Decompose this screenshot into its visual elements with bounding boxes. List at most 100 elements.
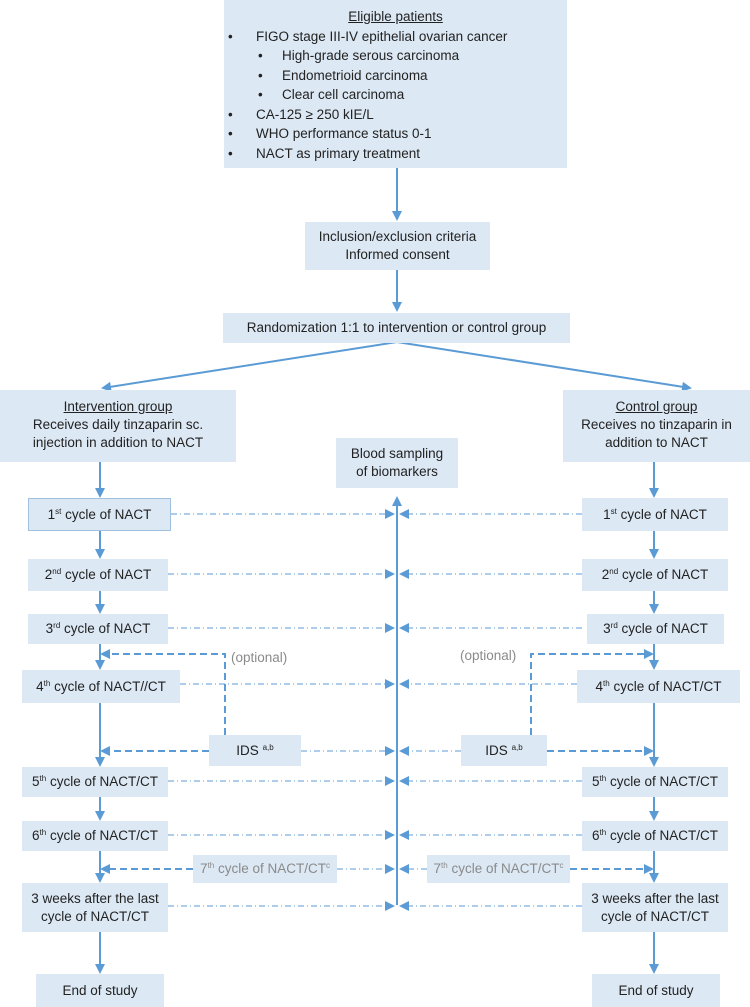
criterion-subitem: High-grade serous carcinoma bbox=[224, 47, 567, 67]
criterion-subitem: Clear cell carcinoma bbox=[224, 86, 567, 106]
cycle-label: cycle of NACT/CT bbox=[46, 828, 158, 843]
inclusion-criteria-box: Inclusion/exclusion criteria Informed co… bbox=[305, 222, 490, 270]
arrow-randomization-to-intervention bbox=[101, 341, 398, 392]
ordinal-suffix: th bbox=[599, 774, 607, 783]
ordinal: 7 bbox=[200, 861, 208, 876]
right-optional-label: (optional) bbox=[460, 648, 517, 663]
criterion-item: CA-125 ≥ 250 kIE/L bbox=[224, 106, 567, 126]
left-optional-branch bbox=[100, 649, 226, 735]
left-end-of-study-box: End of study bbox=[36, 974, 164, 1007]
after-line: 3 weeks after the last bbox=[591, 890, 719, 906]
left-cycle-7-box: 7th cycle of NACT/CTc bbox=[193, 855, 337, 883]
right-cycle-2-box: 2nd cycle of NACT bbox=[582, 559, 728, 591]
cycle-label: cycle of NACT/CT bbox=[609, 678, 722, 694]
eligibility-criteria-list: FIGO stage III-IV epithelial ovarian can… bbox=[224, 28, 567, 165]
ordinal-suffix: th bbox=[441, 861, 448, 870]
ordinal-suffix: st bbox=[610, 506, 617, 516]
right-end-of-study-box: End of study bbox=[592, 974, 720, 1007]
cycle-footnote: c bbox=[559, 861, 564, 870]
ordinal: 6 bbox=[592, 828, 600, 843]
cycle-label: cycle of NACT//CT bbox=[50, 678, 166, 694]
cycle-label: cycle of NACT bbox=[616, 506, 707, 522]
intervention-group-title: Intervention group bbox=[63, 399, 173, 414]
ordinal: 2 bbox=[44, 567, 53, 582]
right-cycle-5-box: 5th cycle of NACT/CT bbox=[582, 767, 728, 797]
left-ids-box: IDS a,b bbox=[209, 735, 301, 766]
ordinal: 1 bbox=[603, 506, 611, 522]
arrow-randomization-to-control bbox=[396, 341, 692, 392]
blood-sampling-line: Blood sampling bbox=[350, 446, 444, 461]
ordinal-suffix: rd bbox=[610, 621, 618, 630]
ordinal: 7 bbox=[433, 861, 442, 876]
left-after-box: 3 weeks after the last cycle of NACT/CT bbox=[22, 883, 168, 932]
ids-label: IDS bbox=[236, 742, 263, 758]
ordinal-suffix: th bbox=[603, 678, 610, 688]
right-cycle-1-box: 1st cycle of NACT bbox=[582, 498, 728, 531]
ordinal: 3 bbox=[45, 621, 54, 636]
eligible-patients-box: Eligible patients FIGO stage III-IV epit… bbox=[224, 0, 567, 168]
left-cycle-5-box: 5th cycle of NACT/CT bbox=[22, 767, 168, 797]
control-desc-line: addition to NACT bbox=[605, 435, 708, 450]
ordinal-suffix: th bbox=[207, 861, 215, 870]
ordinal-suffix: th bbox=[39, 828, 47, 837]
criterion-subitem: Endometrioid carcinoma bbox=[224, 67, 567, 87]
ordinal: 2 bbox=[601, 567, 610, 582]
left-cycle-3-box: 3rd cycle of NACT bbox=[28, 614, 168, 644]
cycle-label: cycle of NACT/CT bbox=[606, 828, 718, 843]
consent-line: Informed consent bbox=[345, 247, 450, 262]
intervention-group-box: Intervention group Receives daily tinzap… bbox=[0, 390, 236, 462]
criterion-item: NACT as primary treatment bbox=[224, 145, 567, 165]
ordinal: 3 bbox=[603, 621, 611, 636]
after-line: 3 weeks after the last bbox=[31, 890, 159, 906]
ordinal-suffix: th bbox=[43, 678, 51, 688]
right-ids-box: IDS a,b bbox=[461, 735, 547, 766]
end-of-study-label: End of study bbox=[62, 982, 138, 998]
right-cycle-3-box: 3rd cycle of NACT bbox=[587, 614, 724, 644]
cycle-label: cycle of NACT bbox=[61, 506, 152, 522]
ordinal: 5 bbox=[32, 774, 40, 789]
ids-footnote: a,b bbox=[262, 742, 274, 752]
left-cycle-2-box: 2nd cycle of NACT bbox=[28, 559, 168, 591]
ordinal: 5 bbox=[592, 774, 600, 789]
blood-sampling-box: Blood sampling of biomarkers bbox=[336, 438, 458, 488]
cycle-footnote: c bbox=[325, 861, 330, 870]
control-desc-line: Receives no tinzaparin in bbox=[581, 417, 732, 432]
after-line: cycle of NACT/CT bbox=[40, 908, 149, 924]
after-line: cycle of NACT/CT bbox=[600, 908, 709, 924]
randomization-label: Randomization 1:1 to intervention or con… bbox=[246, 320, 547, 335]
ordinal-suffix: rd bbox=[53, 621, 61, 630]
cycle-label: cycle of NACT/CT bbox=[606, 774, 718, 789]
cycle-label: cycle of NACT bbox=[60, 621, 151, 636]
cycle-label: cycle of NACT/CT bbox=[214, 861, 326, 876]
criterion-item: WHO performance status 0-1 bbox=[224, 125, 567, 145]
cycle-label: cycle of NACT bbox=[61, 567, 152, 582]
left-optional-label: (optional) bbox=[231, 650, 288, 665]
ordinal-suffix: nd bbox=[52, 567, 62, 576]
randomization-box: Randomization 1:1 to intervention or con… bbox=[223, 313, 570, 343]
cycle-label: cycle of NACT bbox=[617, 621, 708, 636]
cycle-label: cycle of NACT bbox=[618, 567, 709, 582]
intervention-desc-line: injection in addition to NACT bbox=[32, 435, 204, 450]
ordinal-suffix: th bbox=[39, 774, 47, 783]
right-cycle-6-box: 6th cycle of NACT/CT bbox=[582, 821, 728, 851]
ids-label: IDS bbox=[485, 742, 512, 758]
ordinal-suffix: th bbox=[599, 828, 607, 837]
eligible-patients-title: Eligible patients bbox=[348, 9, 443, 24]
ordinal-suffix: nd bbox=[609, 567, 619, 576]
cycle-label: cycle of NACT/CT bbox=[447, 861, 560, 876]
left-cycle-1-box: 1st cycle of NACT bbox=[28, 498, 171, 531]
right-cycle-7-box: 7th cycle of NACT/CTc bbox=[427, 855, 570, 883]
control-group-title: Control group bbox=[615, 399, 698, 414]
right-after-box: 3 weeks after the last cycle of NACT/CT bbox=[582, 883, 728, 932]
ordinal-suffix: st bbox=[55, 506, 62, 516]
end-of-study-label: End of study bbox=[618, 982, 694, 998]
right-optional-branch bbox=[530, 649, 654, 735]
right-cycle-4-box: 4th cycle of NACT/CT bbox=[577, 670, 740, 703]
left-cycle-4-box: 4th cycle of NACT//CT bbox=[22, 670, 180, 703]
ordinal: 4 bbox=[36, 678, 44, 694]
ordinal: 4 bbox=[595, 678, 604, 694]
ids-footnote: a,b bbox=[511, 742, 523, 752]
intervention-desc-line: Receives daily tinzaparin sc. bbox=[32, 417, 204, 432]
criterion-item: FIGO stage III-IV epithelial ovarian can… bbox=[224, 28, 567, 48]
